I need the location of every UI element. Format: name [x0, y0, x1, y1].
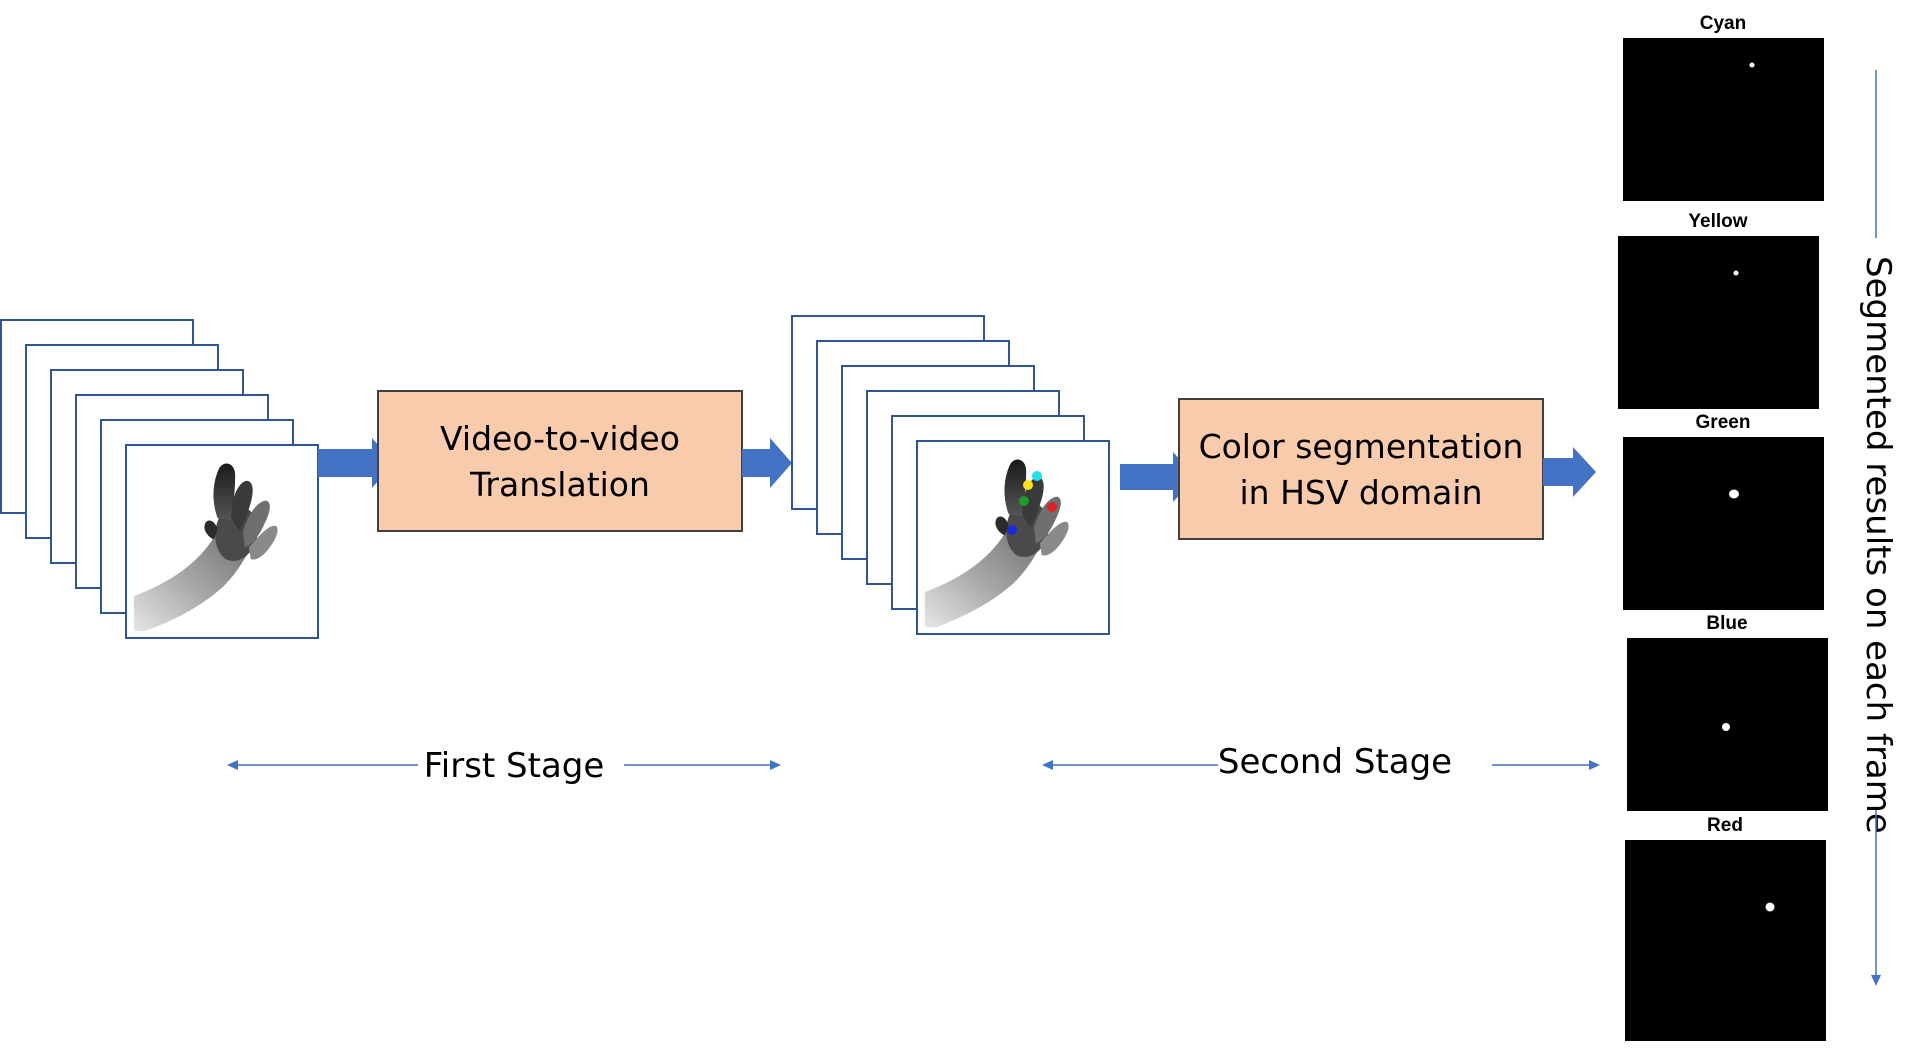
flow-arrow: [1120, 452, 1196, 502]
marker-green: [1019, 496, 1029, 506]
segment-panel-yellow: [1618, 236, 1819, 409]
marker-yellow: [1023, 480, 1033, 490]
translation-box-line1: Video-to-video: [440, 419, 680, 458]
input-frame-stack: [0, 319, 319, 639]
first-stage-label: First Stage: [424, 746, 605, 786]
second-stage-indicator: Second Stage: [1042, 742, 1600, 782]
flow-arrow: [318, 438, 394, 488]
segment-blob-blue: [1722, 723, 1730, 731]
translation-box-line2: Translation: [469, 465, 650, 504]
segmentation-box-line2: in HSV domain: [1240, 473, 1483, 512]
segment-panel-green: [1623, 437, 1824, 610]
marker-cyan: [1032, 471, 1042, 481]
segment-label-cyan: Cyan: [1700, 13, 1746, 34]
second-stage-label: Second Stage: [1218, 742, 1452, 782]
segment-blob-green: [1729, 489, 1739, 499]
flow-arrow: [742, 438, 792, 488]
marker-red: [1047, 502, 1057, 512]
segment-panel-red: [1625, 840, 1826, 1041]
segmentation-box-line1: Color segmentation: [1199, 427, 1524, 466]
side-label-text: Segmented results on each frame: [1858, 256, 1898, 834]
segment-label-yellow: Yellow: [1688, 211, 1747, 232]
marker-blue: [1007, 525, 1017, 535]
segment-blob-red: [1765, 902, 1775, 912]
segment-blob-cyan: [1749, 62, 1755, 68]
segment-label-blue: Blue: [1706, 613, 1747, 634]
segment-label-red: Red: [1707, 815, 1743, 836]
first-stage-indicator: First Stage: [227, 746, 781, 786]
translation-box: Video-to-video Translation: [377, 390, 743, 532]
segment-panel-cyan: [1623, 38, 1824, 201]
segmented-results-column: Cyan Yellow Green Blue Red: [1618, 13, 1828, 1041]
translated-frame-stack: [791, 315, 1110, 635]
segment-label-green: Green: [1696, 412, 1751, 433]
segmentation-box: Color segmentation in HSV domain: [1178, 398, 1544, 540]
flow-arrow: [1543, 447, 1596, 497]
segment-blob-yellow: [1733, 270, 1739, 276]
side-label-indicator: Segmented results on each frame: [1858, 70, 1898, 986]
